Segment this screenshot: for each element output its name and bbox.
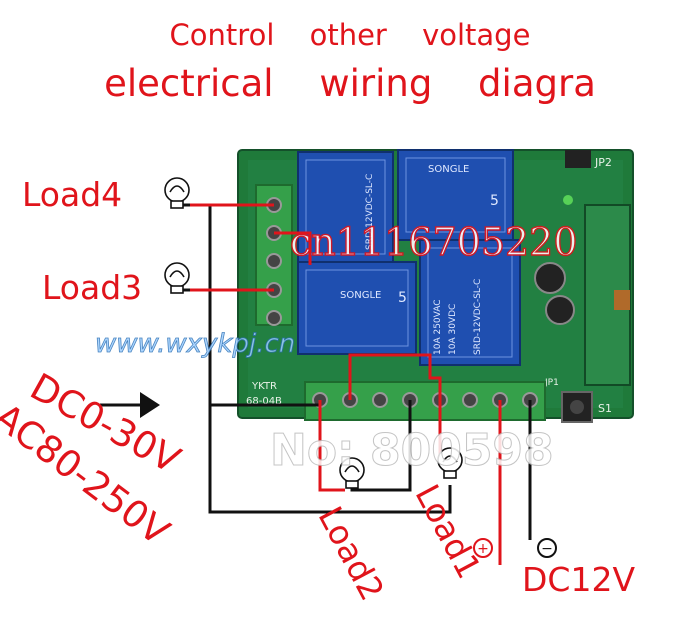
relay-pin-count-text: 5 (490, 193, 499, 209)
minus-sign: − (541, 541, 553, 557)
silk-s1: S1 (598, 402, 612, 415)
relay-brand-text: SONGLE (428, 164, 469, 175)
bottom-terminal-block (304, 381, 546, 421)
button-cap (570, 400, 584, 414)
relay-rating-text-2: 10A 30VDC (448, 304, 458, 355)
label-load3: Load3 (42, 268, 143, 307)
relay-rating-text-1: 10A 250VAC (433, 299, 443, 355)
led-indicator (563, 195, 573, 205)
relay-1 (297, 151, 394, 263)
bulb-icon-load3 (164, 262, 190, 294)
left-terminal-block (255, 184, 293, 326)
plus-sign: + (477, 541, 489, 557)
diagram-title-line2: electrical wiring diagra (104, 62, 596, 105)
relay-model-text-2: SRD-12VDC-SL-C (473, 279, 483, 355)
relay-3 (297, 261, 417, 355)
relay-4 (419, 239, 521, 366)
watermark-website: www.wxykpj.cn (95, 329, 295, 359)
red-wires (190, 203, 502, 565)
relay-model-text: SRD-12VDC-SL-C (365, 174, 375, 250)
label-load4: Load4 (22, 175, 123, 214)
silk-jp1: JP1 (544, 378, 559, 388)
bulb-icon-load4 (164, 177, 190, 209)
minus-icon: − (537, 538, 557, 558)
label-dc12v: DC12V (522, 560, 636, 599)
jumper-jp2 (565, 150, 591, 168)
plus-icon: + (473, 538, 493, 558)
diagram-title-line1: Control other voltage (169, 18, 531, 52)
silk-jp2: JP2 (594, 156, 612, 169)
push-button-s1 (561, 391, 593, 423)
supply-arrow (140, 392, 160, 418)
watermark-number: No: 800598 (270, 425, 554, 476)
bulb-icon-load1 (437, 447, 463, 479)
capacitor-2 (545, 295, 575, 325)
relay-pin-count-text-2: 5 (398, 290, 407, 306)
silk-model-1: YKTR (251, 381, 277, 392)
coil (614, 290, 630, 310)
capacitor-1 (534, 262, 566, 294)
bulb-icon-load2 (339, 457, 365, 489)
silk-model-2: 68-04B (246, 396, 282, 407)
relay-brand-text-2: SONGLE (340, 290, 381, 301)
watermark-seller-id: cn1116705220 (290, 220, 578, 264)
relay-board: SONGLE SONGLE 5 5 SRD-12VDC-SL-C SRD-12V… (237, 149, 634, 423)
